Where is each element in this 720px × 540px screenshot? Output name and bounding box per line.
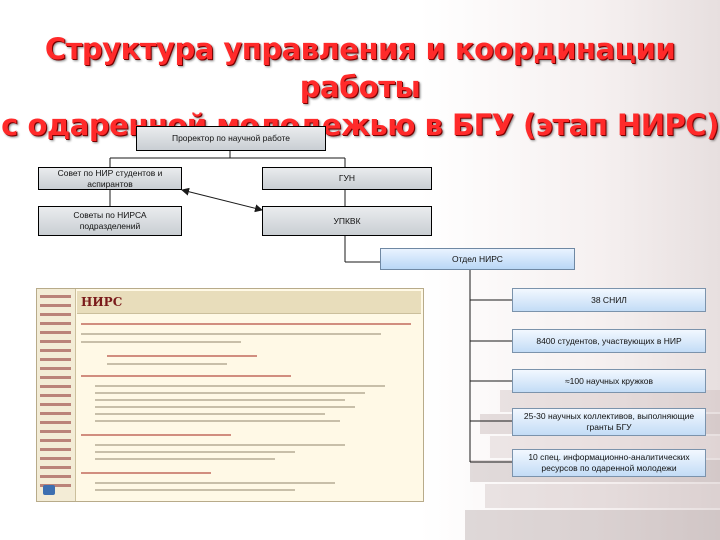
box-gun: ГУН bbox=[262, 167, 432, 190]
slide-title: Структура управления и координации работ… bbox=[0, 30, 720, 144]
slide-title-line-2: с одаренной молодежью в БГУ (этап НИРС) bbox=[1, 108, 719, 142]
box-resources: 10 спец. информационно-аналитических рес… bbox=[512, 449, 706, 477]
box-otdel-nirs: Отдел НИРС bbox=[380, 248, 575, 270]
website-banner: НИРС bbox=[77, 291, 421, 314]
website-logo: НИРС bbox=[81, 295, 123, 309]
box-councils-nirsa: Советы по НИРСА подразделений bbox=[38, 206, 182, 236]
box-upkvk: УПКВК bbox=[262, 206, 432, 236]
box-council-nir: Совет по НИР студентов и аспирантов bbox=[38, 167, 182, 190]
box-collectives: 25-30 научных коллективов, выполняющие г… bbox=[512, 408, 706, 436]
box-snil: 38 СНИЛ bbox=[512, 288, 706, 312]
box-circles: ≈100 научных кружков bbox=[512, 369, 706, 393]
slide-title-line-1: Структура управления и координации работ… bbox=[44, 32, 676, 104]
box-prorector: Проректор по научной работе bbox=[136, 126, 326, 151]
website-sidebar bbox=[37, 289, 76, 501]
website-screenshot: НИРС bbox=[36, 288, 424, 502]
website-icon bbox=[43, 485, 55, 495]
box-students: 8400 студентов, участвующих в НИР bbox=[512, 329, 706, 353]
